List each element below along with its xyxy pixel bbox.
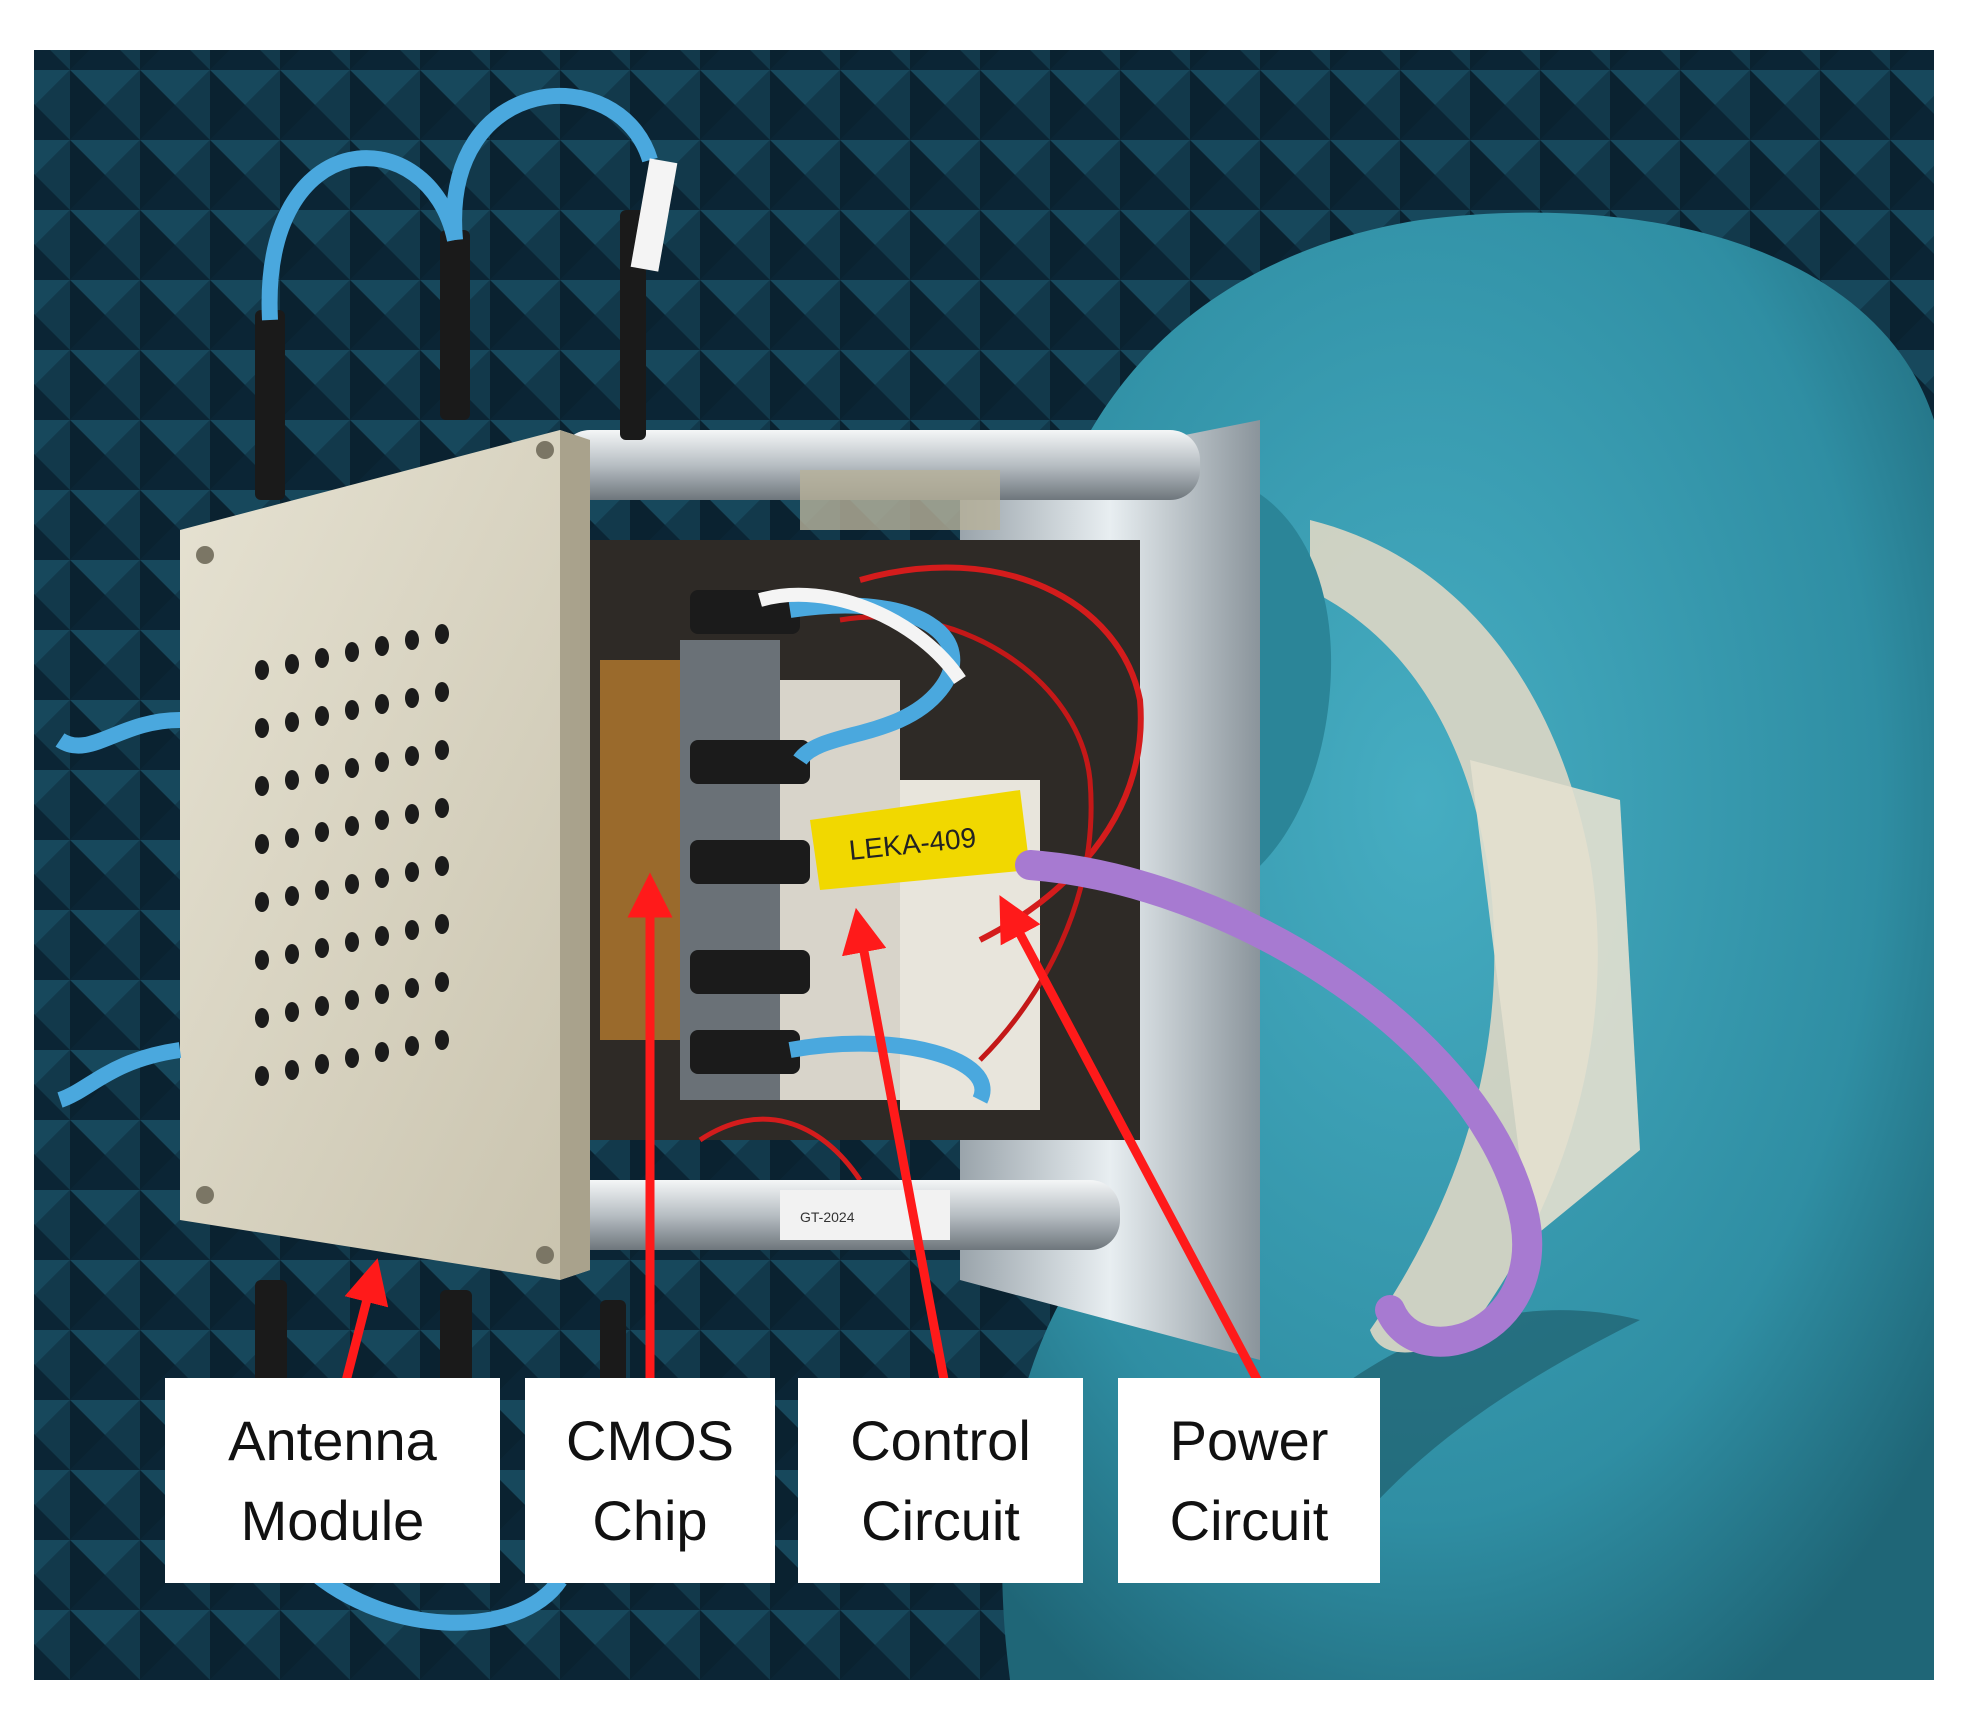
annotation-arrows <box>340 872 1264 1388</box>
vent-hole <box>255 834 269 854</box>
vent-hole <box>315 648 329 668</box>
vent-hole <box>285 654 299 674</box>
vent-hole <box>255 892 269 912</box>
callout-line: Circuit <box>1169 1488 1329 1552</box>
vent-hole <box>405 746 419 766</box>
vent-hole <box>405 978 419 998</box>
vent-hole <box>435 856 449 876</box>
vent-hole <box>255 950 269 970</box>
vent-hole <box>255 718 269 738</box>
vent-hole <box>285 770 299 790</box>
vent-hole <box>375 752 389 772</box>
vent-hole <box>285 712 299 732</box>
vent-hole <box>375 636 389 656</box>
vent-hole <box>285 886 299 906</box>
callout-line: Power <box>1169 1408 1329 1472</box>
purple-cable <box>1015 850 1542 1357</box>
vent-hole <box>435 972 449 992</box>
vent-hole <box>315 938 329 958</box>
vent-hole <box>315 764 329 784</box>
top-rod <box>560 430 1200 500</box>
rod-sticker-text: GT-2024 <box>800 1209 855 1225</box>
arrow-antenna-module <box>340 1258 389 1387</box>
vent-hole <box>315 1054 329 1074</box>
vent-hole <box>345 932 359 952</box>
vent-hole <box>255 1008 269 1028</box>
vent-hole <box>405 920 419 940</box>
vent-hole <box>345 700 359 720</box>
vent-hole <box>345 1048 359 1068</box>
vent-hole <box>345 758 359 778</box>
vent-hole <box>375 984 389 1004</box>
vent-hole <box>345 816 359 836</box>
callout-line: Antenna <box>228 1408 437 1472</box>
vent-hole <box>255 660 269 680</box>
vent-hole <box>375 694 389 714</box>
callout-line: Control <box>850 1408 1031 1472</box>
cable-tag <box>810 790 1030 890</box>
rod-sticker <box>780 1190 950 1240</box>
vent-hole <box>405 688 419 708</box>
vent-hole <box>375 868 389 888</box>
callout-line: Circuit <box>861 1488 1020 1552</box>
vent-hole <box>285 1060 299 1080</box>
vent-holes <box>255 624 449 1086</box>
callout-line: Module <box>240 1488 425 1552</box>
vent-hole <box>345 990 359 1010</box>
vent-hole <box>435 798 449 818</box>
vent-hole <box>405 862 419 882</box>
vent-hole <box>285 828 299 848</box>
vent-hole <box>375 1042 389 1062</box>
vent-hole <box>405 1036 419 1056</box>
rf-cables <box>55 87 678 1631</box>
rod-tape <box>800 470 1000 530</box>
cmos-chip-board <box>600 660 690 1040</box>
callout-line: Chip <box>592 1488 708 1552</box>
vent-hole <box>375 926 389 946</box>
callout-line: CMOS <box>566 1408 734 1472</box>
vent-hole <box>315 996 329 1016</box>
arrow-control-circuit <box>842 907 950 1386</box>
vent-hole <box>435 740 449 760</box>
vent-hole <box>285 1002 299 1022</box>
vent-hole <box>435 682 449 702</box>
antenna-module-plate <box>180 430 590 1280</box>
vent-hole <box>345 874 359 894</box>
vent-hole <box>405 630 419 650</box>
vent-hole <box>375 810 389 830</box>
vent-hole <box>315 880 329 900</box>
vent-hole <box>255 1066 269 1086</box>
vent-hole <box>285 944 299 964</box>
vent-hole <box>435 1030 449 1050</box>
vent-hole <box>405 804 419 824</box>
vent-hole <box>255 776 269 796</box>
electronics: LEKA-409 <box>580 540 1542 1357</box>
vent-hole <box>315 706 329 726</box>
callout-cmos-chip: CMOS Chip <box>525 1378 775 1583</box>
vent-hole <box>315 822 329 842</box>
vent-hole <box>435 914 449 934</box>
vent-hole <box>435 624 449 644</box>
vent-hole <box>345 642 359 662</box>
arrow-power-circuit <box>999 895 1264 1388</box>
